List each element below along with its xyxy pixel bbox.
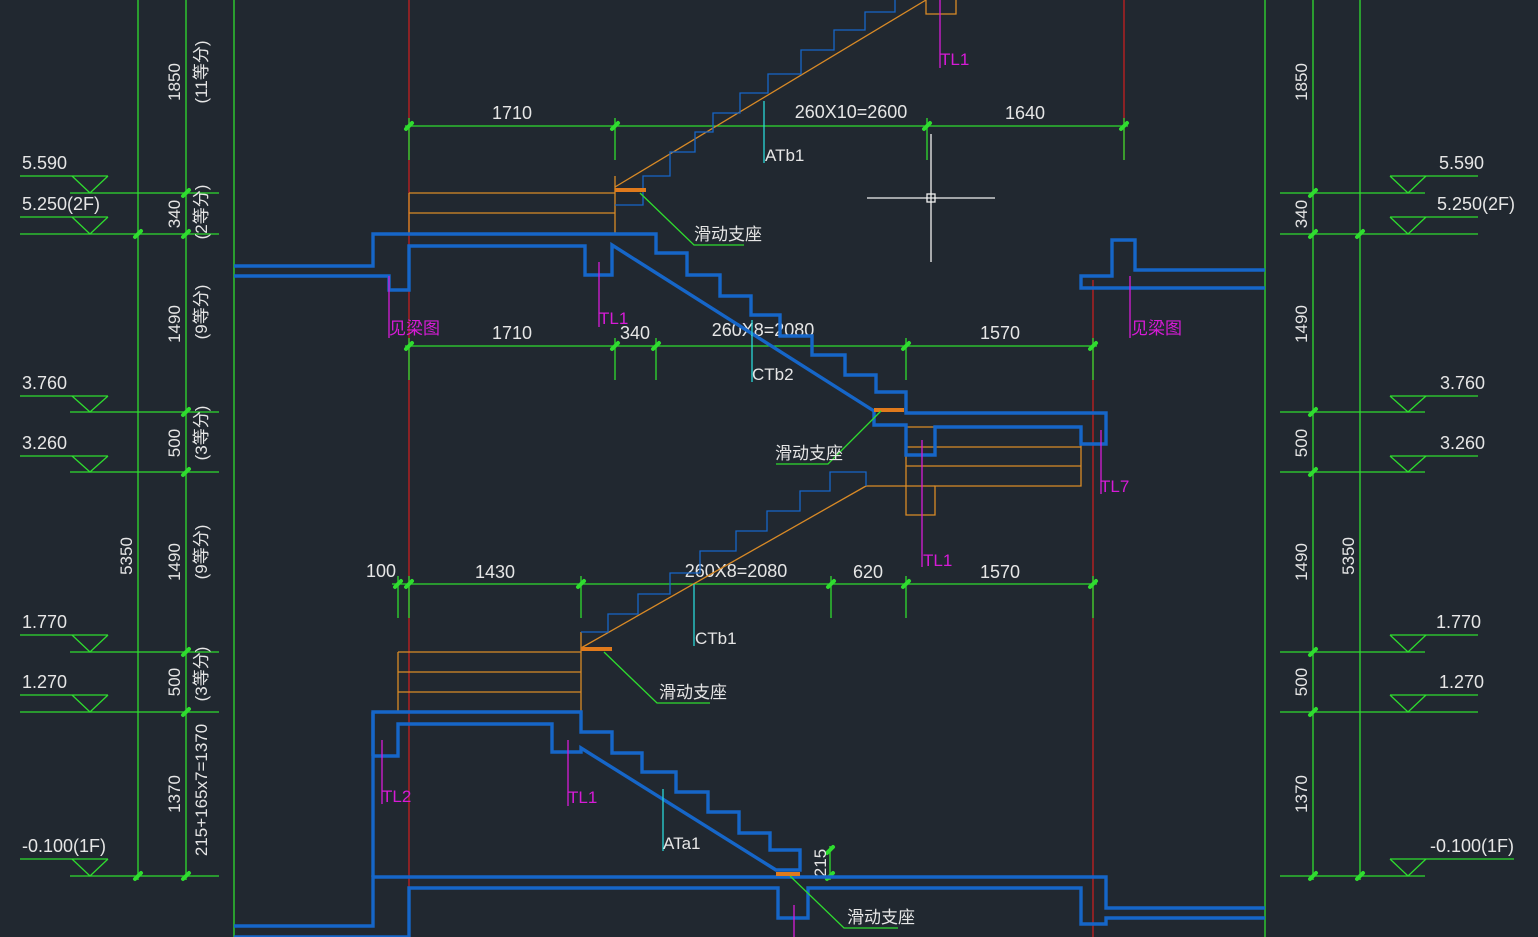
elevation-label: 1.770 bbox=[22, 612, 67, 632]
dim-label: 500 bbox=[165, 668, 184, 696]
dim-label: 1570 bbox=[980, 323, 1020, 343]
dim-total: 5350 bbox=[1339, 537, 1358, 575]
dim-label: 1640 bbox=[1005, 103, 1045, 123]
dim-label: 1850 bbox=[165, 63, 184, 101]
dim-label: 1490 bbox=[1292, 543, 1311, 581]
dim-note: (3等分) bbox=[192, 406, 211, 461]
leaders bbox=[381, 0, 1131, 937]
hdim-row-2: 1710 340 260X8=2080 1570 bbox=[404, 320, 1098, 380]
thin-blue-steps bbox=[581, 0, 896, 633]
bearing-label: 滑动支座 bbox=[659, 683, 727, 702]
right-vertical-dim-texts: 1850 340 1490 500 1490 500 1370 5350 bbox=[1292, 63, 1358, 813]
elevation-label: 1.270 bbox=[22, 672, 67, 692]
hdim-row-1: 1710 260X10=2600 1640 bbox=[404, 102, 1129, 160]
right-elevation-marks bbox=[1389, 175, 1514, 877]
dim-label: 1850 bbox=[1292, 63, 1311, 101]
dim-total: 5350 bbox=[117, 537, 136, 575]
dim-label: 260X10=2600 bbox=[795, 102, 908, 122]
dim-note: (11等分) bbox=[192, 41, 211, 104]
bearing-label: 滑动支座 bbox=[775, 444, 843, 463]
dim-label: 1570 bbox=[980, 562, 1020, 582]
beam-label: TL7 bbox=[1100, 477, 1129, 496]
beam-label: TL1 bbox=[940, 50, 969, 69]
dim-label: 1710 bbox=[492, 323, 532, 343]
left-dimension-chain bbox=[20, 0, 219, 881]
dim-note: (9等分) bbox=[192, 285, 211, 340]
left-vertical-dim-texts: 1850 (11等分) 340 (2等分) 1490 (9等分) 500 (3等… bbox=[117, 41, 211, 857]
dim-label: 260X8=2080 bbox=[685, 561, 788, 581]
stair-label: ATa1 bbox=[663, 834, 701, 853]
dim-label: 340 bbox=[1292, 200, 1311, 228]
dim-note: 215+165x7=1370 bbox=[192, 724, 211, 856]
dim-label: 500 bbox=[165, 429, 184, 457]
beam-label: TL1 bbox=[568, 788, 597, 807]
dim-note: (9等分) bbox=[192, 525, 211, 580]
left-elevation-texts: 5.590 5.250(2F) 3.760 3.260 1.770 1.270 … bbox=[22, 153, 106, 856]
dim-label: 1490 bbox=[165, 305, 184, 343]
elevation-label: -0.100(1F) bbox=[1430, 836, 1514, 856]
elevation-label: 3.760 bbox=[22, 373, 67, 393]
svg-text:215: 215 bbox=[811, 849, 830, 877]
dim-label: 1490 bbox=[1292, 305, 1311, 343]
annotations: TL1 ATb1 滑动支座 见梁图 TL1 见梁图 CTb2 滑动支座 TL7 … bbox=[382, 50, 1182, 927]
stair-label: ATb1 bbox=[765, 146, 804, 165]
left-elevation-marks bbox=[20, 175, 109, 877]
stair-label: CTb2 bbox=[752, 365, 794, 384]
dim-note: (2等分) bbox=[192, 185, 211, 240]
elevation-label: 3.260 bbox=[22, 433, 67, 453]
hdim-row-3: 100 1430 260X8=2080 620 1570 bbox=[366, 561, 1098, 618]
elevation-label: 3.260 bbox=[1440, 433, 1485, 453]
beam-label: TL1 bbox=[923, 551, 952, 570]
right-dimension-chain bbox=[1280, 0, 1478, 881]
dim-215: 215 bbox=[811, 845, 835, 881]
elevation-label: 3.760 bbox=[1440, 373, 1485, 393]
sliding-bearings bbox=[581, 188, 904, 876]
elevation-label: 5.590 bbox=[1439, 153, 1484, 173]
right-elevation-texts: 5.590 5.250(2F) 3.760 3.260 1.770 1.270 … bbox=[1430, 153, 1515, 856]
blue-structure bbox=[234, 232, 1265, 937]
elevation-label: 5.250(2F) bbox=[22, 194, 100, 214]
dim-label: 620 bbox=[853, 562, 883, 582]
stair-label: CTb1 bbox=[695, 629, 737, 648]
dim-label: 340 bbox=[620, 323, 650, 343]
beam-note: 见梁图 bbox=[389, 319, 440, 338]
beam-label: TL2 bbox=[382, 787, 411, 806]
dim-label: 1370 bbox=[1292, 775, 1311, 813]
crosshair-cursor-icon bbox=[867, 134, 995, 262]
beam-note: 见梁图 bbox=[1131, 319, 1182, 338]
elevation-label: 1.770 bbox=[1436, 612, 1481, 632]
bearing-label: 滑动支座 bbox=[694, 225, 762, 244]
elevation-label: 5.590 bbox=[22, 153, 67, 173]
dim-note: (3等分) bbox=[192, 647, 211, 702]
dim-label: 1430 bbox=[475, 562, 515, 582]
dim-label: 100 bbox=[366, 561, 396, 581]
dim-label: 500 bbox=[1292, 668, 1311, 696]
beam-label: TL1 bbox=[599, 309, 628, 328]
elevation-label: 1.270 bbox=[1439, 672, 1484, 692]
dim-label: 340 bbox=[165, 200, 184, 228]
dim-label: 1370 bbox=[165, 775, 184, 813]
dim-label: 1490 bbox=[165, 543, 184, 581]
elevation-label: 5.250(2F) bbox=[1437, 194, 1515, 214]
elevation-label: -0.100(1F) bbox=[22, 836, 106, 856]
dim-label: 1710 bbox=[492, 103, 532, 123]
bearing-label: 滑动支座 bbox=[847, 908, 915, 927]
dim-label: 500 bbox=[1292, 429, 1311, 457]
